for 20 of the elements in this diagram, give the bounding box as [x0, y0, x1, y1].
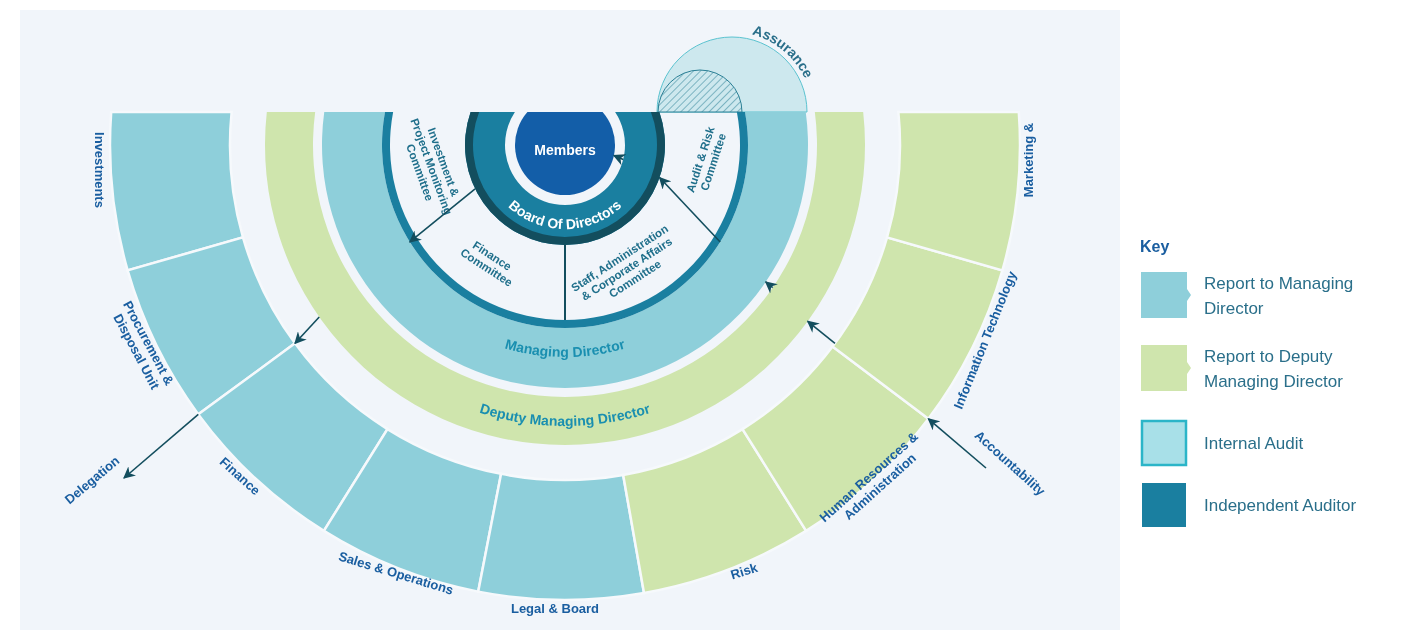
arrow	[806, 320, 836, 345]
legend-label: Report to Deputy Managing Director	[1204, 346, 1343, 391]
arrow	[764, 281, 778, 294]
department-label: Risk	[728, 559, 760, 583]
department-label: Marketing &	[1020, 122, 1036, 198]
department-label: Investments	[92, 132, 108, 208]
ring-label: Deputy Managing Director	[478, 400, 652, 430]
arrow	[408, 188, 476, 243]
arrow	[658, 176, 721, 243]
department-label: Legal & Board	[510, 600, 600, 616]
arrow	[927, 418, 987, 469]
arrow	[612, 154, 627, 166]
arrow	[294, 316, 321, 345]
legend-label: Independent Auditor	[1204, 496, 1357, 515]
legend-label: Report to Managing Director	[1204, 273, 1354, 318]
legend-title: Key	[1140, 238, 1170, 255]
arrow	[123, 413, 200, 479]
legend-label: Internal Audit	[1204, 434, 1304, 453]
ring-label: Managing Director	[503, 335, 627, 360]
members-label: Members	[534, 141, 596, 158]
